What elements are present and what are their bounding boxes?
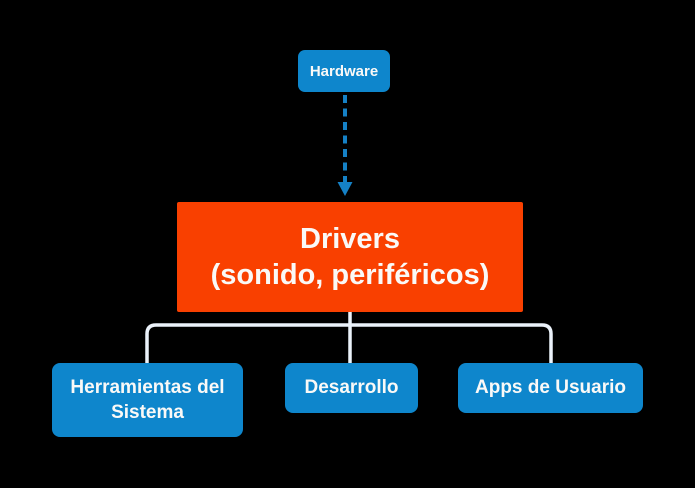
edge-drivers-bracket bbox=[145, 323, 553, 365]
arrowhead-icon bbox=[337, 182, 353, 196]
node-apps-label: Apps de Usuario bbox=[475, 377, 626, 398]
node-hardware-label: Hardware bbox=[309, 62, 379, 80]
node-hardware[interactable]: Hardware bbox=[298, 50, 390, 92]
node-herramientas-del-sistema[interactable]: Herramientas del Sistema bbox=[52, 363, 243, 437]
node-drivers-label-line1: Drivers bbox=[300, 223, 400, 255]
node-apps-de-usuario[interactable]: Apps de Usuario bbox=[458, 363, 643, 413]
node-desarrollo-label: Desarrollo bbox=[304, 377, 399, 398]
node-desarrollo[interactable]: Desarrollo bbox=[285, 363, 418, 413]
node-drivers-label-line2: (sonido, periféricos) bbox=[210, 259, 490, 291]
node-drivers[interactable]: Drivers (sonido, periféricos) bbox=[177, 202, 523, 312]
node-herramientas-label: Herramientas del Sistema bbox=[70, 377, 225, 423]
